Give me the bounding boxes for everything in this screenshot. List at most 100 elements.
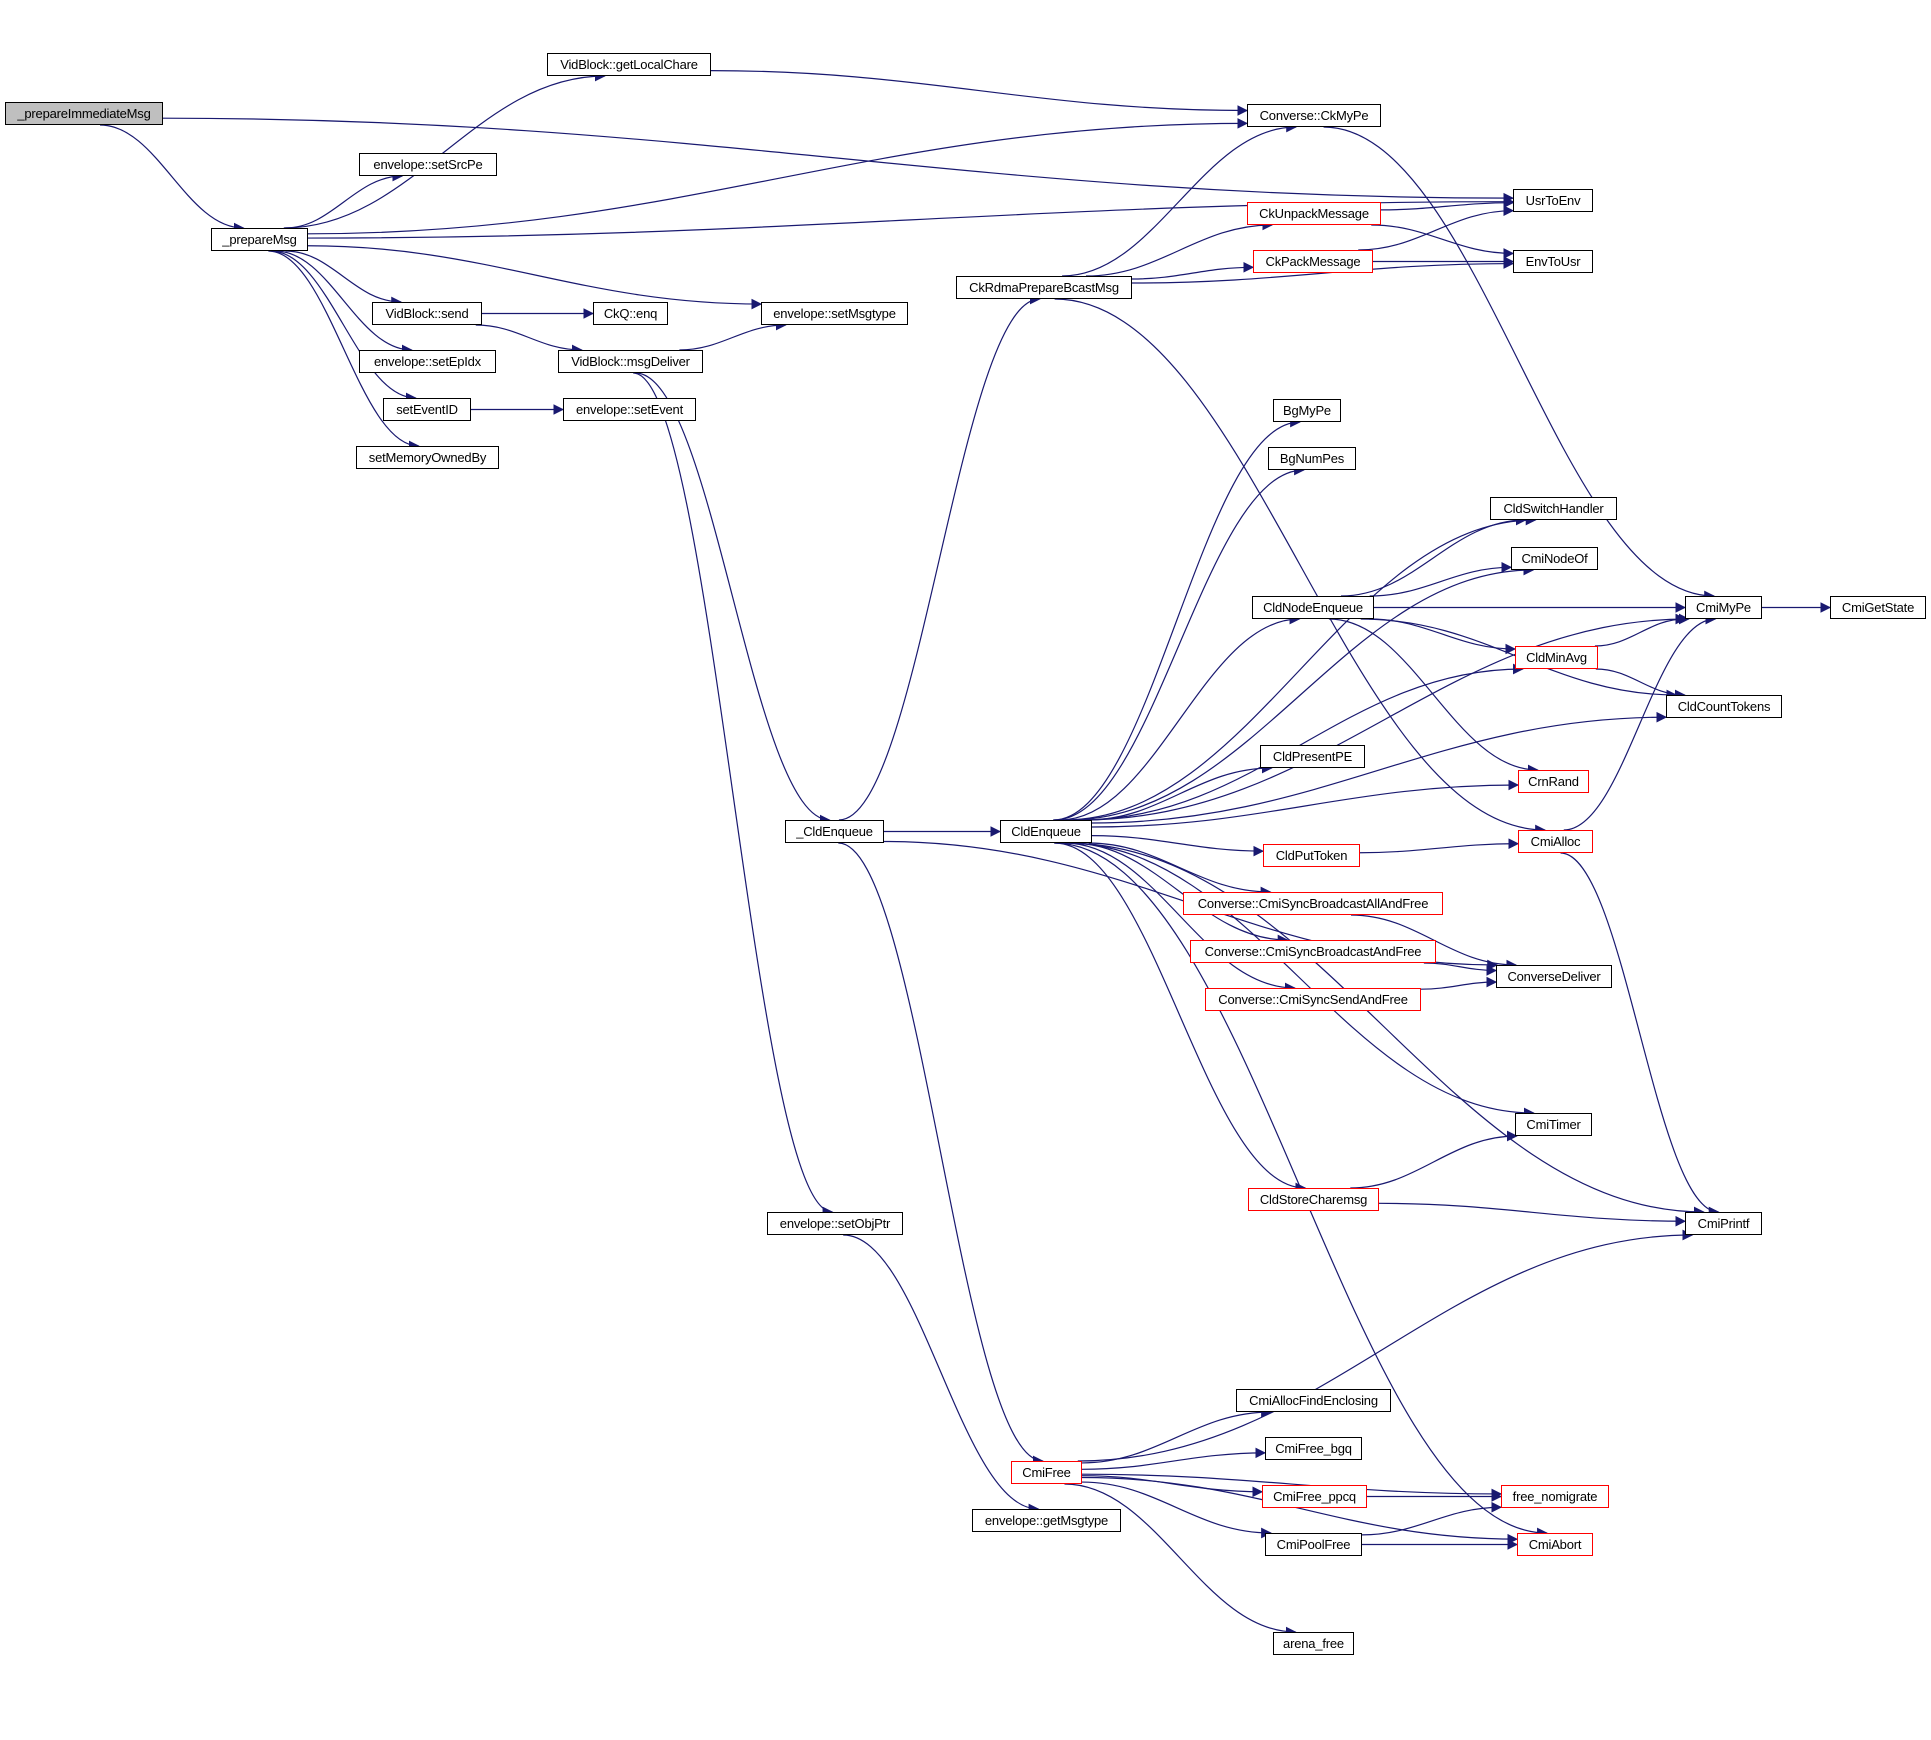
- node-cmitimer[interactable]: CmiTimer: [1515, 1113, 1592, 1136]
- edge-n7-to-n9: [1371, 224, 1515, 259]
- edge-n30-to-n10: [838, 293, 1041, 821]
- edge-n23-to-n22: [1369, 561, 1513, 597]
- node-bgmype[interactable]: BgMyPe: [1273, 399, 1341, 422]
- node-cldcounttokens[interactable]: CldCountTokens: [1666, 695, 1782, 718]
- edge-n15-to-n30: [635, 372, 831, 826]
- node-cmifree-bgq[interactable]: CmiFree_bgq: [1265, 1437, 1362, 1460]
- node-ckq-enq[interactable]: CkQ::enq: [593, 302, 668, 325]
- edge-n44-to-n41: [1077, 1229, 1694, 1462]
- edge-n31-to-n19: [1053, 416, 1301, 821]
- edge-n35-to-n36: [1423, 962, 1498, 976]
- edge-n23-to-n26: [1369, 618, 1517, 655]
- edge-n44-to-n43: [1081, 1447, 1267, 1470]
- edge-n10-to-n8: [1131, 261, 1255, 280]
- edge-n31-to-n29: [1091, 779, 1520, 828]
- edge-n39-to-n41: [1378, 1202, 1687, 1227]
- edge-n44-to-n46: [1081, 1473, 1503, 1500]
- node-cldenqueue[interactable]: CldEnqueue: [1000, 820, 1092, 843]
- node-cmifree-ppcq[interactable]: CmiFree_ppcq: [1262, 1485, 1367, 1508]
- edge-n39-to-n38: [1350, 1130, 1518, 1189]
- edge-n15-to-n40: [633, 372, 834, 1218]
- edge-n31-to-n37: [1064, 842, 1296, 994]
- edge-n2-to-n18: [268, 250, 420, 452]
- node-prepareImmediateMsg[interactable]: _prepareImmediateMsg: [5, 102, 163, 125]
- edge-n44-to-n49: [1081, 1476, 1519, 1545]
- node-bgnumpes[interactable]: BgNumPes: [1268, 447, 1356, 470]
- node-envelope-getmsgtype[interactable]: envelope::getMsgtype: [972, 1509, 1121, 1532]
- node-envelope-setsrcpe[interactable]: envelope::setSrcPe: [359, 153, 497, 176]
- node-ckpackmessage[interactable]: CkPackMessage: [1253, 250, 1373, 273]
- edge-n2-to-n4: [285, 170, 404, 229]
- edge-n1-to-n6: [162, 117, 1515, 204]
- node-cmipoolfree[interactable]: CmiPoolFree: [1265, 1533, 1362, 1556]
- edge-n1-to-n2: [100, 124, 245, 234]
- node-cldswitchhandler[interactable]: CldSwitchHandler: [1490, 497, 1617, 520]
- edge-n7-to-n6: [1380, 197, 1515, 211]
- node-cmiallocfindenclosing[interactable]: CmiAllocFindEnclosing: [1236, 1389, 1391, 1412]
- edge-n31-to-n24: [1080, 613, 1690, 821]
- edge-n31-to-n33: [1091, 835, 1265, 857]
- edge-n44-to-n48: [1081, 1481, 1272, 1539]
- edge-n2-to-n3: [283, 70, 606, 229]
- node-envelope-setepidx[interactable]: envelope::setEpIdx: [359, 350, 496, 373]
- edge-n31-to-n34: [1088, 842, 1272, 898]
- edge-n44-to-n42: [1081, 1406, 1272, 1464]
- node-setmemoryownedby[interactable]: setMemoryOwnedBy: [356, 446, 499, 469]
- node-cmisyncsendandfree[interactable]: Converse::CmiSyncSendAndFree: [1205, 988, 1421, 1011]
- edge-n30-to-n44: [838, 842, 1044, 1467]
- node-vidblock-msgdeliver[interactable]: VidBlock::msgDeliver: [558, 350, 703, 373]
- node-crnrand[interactable]: CrnRand: [1518, 770, 1589, 793]
- edge-n44-to-n50: [1064, 1483, 1297, 1638]
- node-cldpresentpe[interactable]: CldPresentPE: [1260, 745, 1365, 768]
- node-cmisyncbroadcastallandfree[interactable]: Converse::CmiSyncBroadcastAllAndFree: [1183, 892, 1443, 915]
- node-ckunpackmessage[interactable]: CkUnpackMessage: [1247, 202, 1381, 225]
- node-vidblock-getlocalchare[interactable]: VidBlock::getLocalChare: [547, 53, 711, 76]
- edge-n2-to-n5: [307, 117, 1249, 235]
- node-vidblock-send[interactable]: VidBlock::send: [372, 302, 482, 325]
- edge-n26-to-n27: [1595, 668, 1686, 701]
- edge-n3-to-n5: [710, 70, 1249, 116]
- node-cldminavg[interactable]: CldMinAvg: [1515, 646, 1598, 669]
- node-cminodeof[interactable]: CmiNodeOf: [1511, 547, 1598, 570]
- node-cldputtoken[interactable]: CldPutToken: [1263, 844, 1360, 867]
- node-cmifree[interactable]: CmiFree: [1011, 1461, 1082, 1484]
- node-cmiabort[interactable]: CmiAbort: [1517, 1533, 1593, 1556]
- node-cldstorecharemsg[interactable]: CldStoreCharemsg: [1248, 1188, 1379, 1211]
- node-cldnodeenqueue[interactable]: CldNodeEnqueue: [1252, 596, 1374, 619]
- node-cmiprintf[interactable]: CmiPrintf: [1685, 1212, 1762, 1235]
- node-envelope-setmsgtype[interactable]: envelope::setMsgtype: [761, 302, 908, 325]
- edge-n15-to-n13: [679, 319, 787, 351]
- node-cmimype[interactable]: CmiMyPe: [1685, 596, 1762, 619]
- node-prepareMsg[interactable]: _prepareMsg: [211, 228, 308, 251]
- node-cldenqueue-private[interactable]: _CldEnqueue: [785, 820, 884, 843]
- edge-n5-to-n24: [1323, 126, 1716, 602]
- edge-n10-to-n7: [1085, 219, 1274, 277]
- edge-n37-to-n36: [1420, 976, 1498, 990]
- edge-n31-to-n28: [1086, 762, 1273, 821]
- edge-n26-to-n24: [1594, 613, 1687, 647]
- edge-n10-to-n5: [1062, 121, 1298, 277]
- edge-n2-to-n11: [285, 250, 403, 308]
- node-cmisyncbroadcastandfree[interactable]: Converse::CmiSyncBroadcastAndFree: [1190, 940, 1436, 963]
- node-conversedeliver[interactable]: ConverseDeliver: [1496, 965, 1612, 988]
- edge-n31-to-n39: [1054, 842, 1307, 1194]
- edge-n31-to-n41: [1065, 842, 1705, 1218]
- edge-n48-to-n46: [1361, 1501, 1503, 1536]
- node-cmigetstate[interactable]: CmiGetState: [1830, 596, 1926, 619]
- node-ckrdmapreparebcastmsg[interactable]: CkRdmaPrepareBcastMsg: [956, 276, 1132, 299]
- node-converse-ckmype[interactable]: Converse::CkMyPe: [1247, 104, 1381, 127]
- node-seteventid[interactable]: setEventID: [383, 398, 471, 421]
- node-envelope-setevent[interactable]: envelope::setEvent: [563, 398, 696, 421]
- node-envelope-setobjptr[interactable]: envelope::setObjPtr: [767, 1212, 903, 1235]
- edge-n31-to-n35: [1071, 842, 1289, 946]
- node-free-nomigrate[interactable]: free_nomigrate: [1501, 1485, 1609, 1508]
- node-arena-free[interactable]: arena_free: [1273, 1632, 1354, 1655]
- node-usrtoenv[interactable]: UsrToEnv: [1513, 189, 1593, 212]
- edge-n31-to-n27: [1091, 711, 1668, 824]
- edge-n31-to-n22: [1067, 564, 1535, 821]
- node-envtousr[interactable]: EnvToUsr: [1513, 250, 1593, 273]
- edge-n11-to-n15: [475, 324, 583, 356]
- edge-n2-to-n13: [307, 245, 763, 310]
- node-cmialloc[interactable]: CmiAlloc: [1518, 830, 1593, 853]
